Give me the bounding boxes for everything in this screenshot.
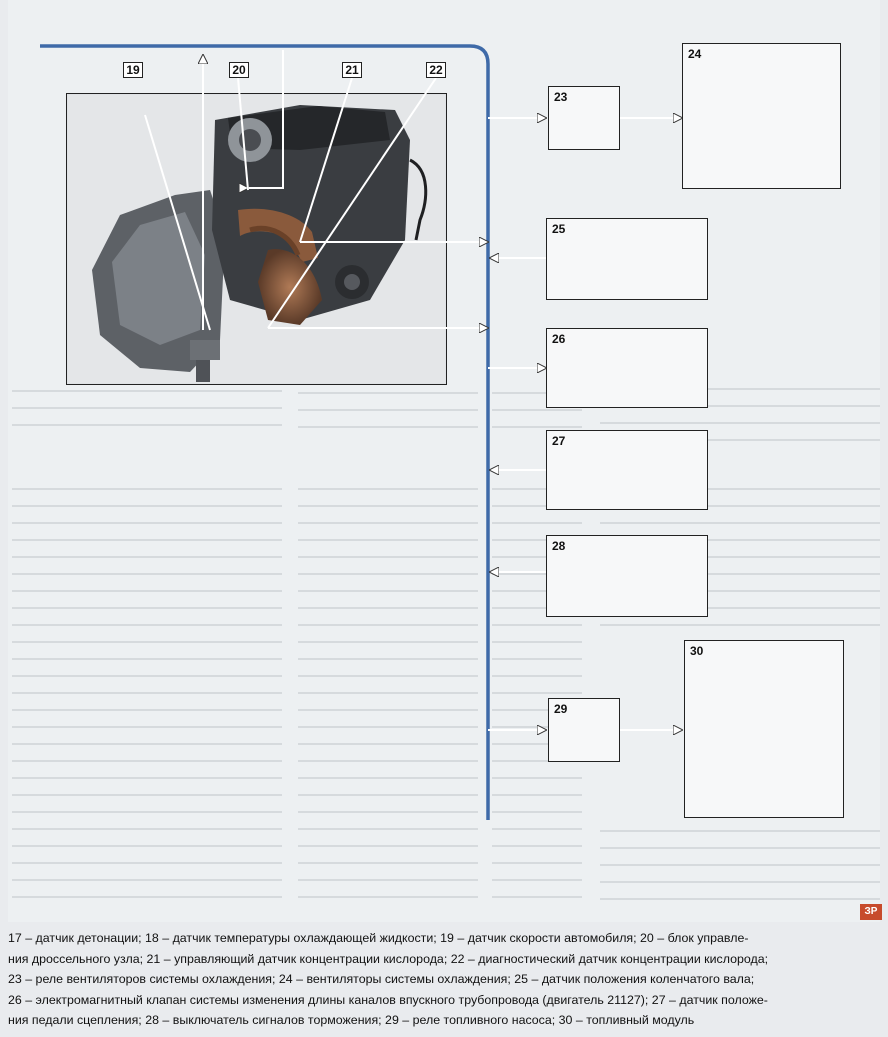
- part-30-frame: 30: [684, 640, 844, 818]
- part-29-frame: 29: [548, 698, 620, 762]
- background-text-block: [12, 390, 282, 440]
- part-24-frame: 24: [682, 43, 841, 189]
- caption-line-5: ния педали сцепления; 28 – выключатель с…: [8, 1013, 695, 1027]
- background-text-block: [600, 830, 880, 908]
- caption-line-1: 17 – датчик детонации; 18 – датчик темпе…: [8, 931, 749, 945]
- caption-line-3: 23 – реле вентиляторов системы охлаждени…: [8, 972, 755, 986]
- part-connector-lines: [488, 118, 682, 730]
- part-23-frame: 23: [548, 86, 620, 150]
- part-27-frame: 27: [546, 430, 708, 510]
- part-30-label: 30: [690, 644, 704, 658]
- part-29-label: 29: [554, 702, 568, 716]
- part-28-label: 28: [552, 539, 566, 553]
- callout-22-label: 22: [426, 62, 446, 78]
- signal-bus-line: [40, 44, 490, 820]
- page-badge: ЗР: [860, 904, 882, 920]
- caption-line-2: ния дроссельного узла; 21 – управляющий …: [8, 951, 769, 966]
- caption-line-4: 26 – электромагнитный клапан системы изм…: [8, 992, 768, 1007]
- engine-illustration: [68, 95, 445, 383]
- background-text-block: [298, 392, 478, 440]
- part-26-frame: 26: [546, 328, 708, 408]
- callout-20-label: 20: [229, 62, 249, 78]
- part-25-frame: 25: [546, 218, 708, 300]
- part-28-frame: 28: [546, 535, 708, 617]
- figure-caption: 17 – датчик детонации; 18 – датчик темпе…: [8, 928, 884, 1031]
- callout-19-label: 19: [123, 62, 143, 78]
- callout-21-label: 21: [342, 62, 362, 78]
- engine-leader-lines: [144, 50, 488, 330]
- part-27-label: 27: [552, 434, 566, 448]
- part-26-label: 26: [552, 332, 566, 346]
- part-25-label: 25: [552, 222, 566, 236]
- background-text-block: [12, 488, 282, 908]
- part-24-label: 24: [688, 47, 702, 61]
- part-23-label: 23: [554, 90, 568, 104]
- background-text-block: [298, 488, 478, 908]
